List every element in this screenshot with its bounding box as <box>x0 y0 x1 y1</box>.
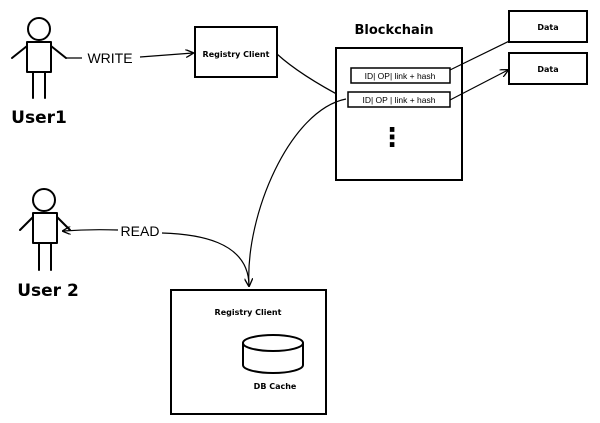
registry-client-bottom-box <box>170 289 327 415</box>
blockchain-entry-1-text: ID| OP| link + hash <box>365 71 436 81</box>
blockchain-entry-1 <box>350 67 451 84</box>
registry-client-top-label: Registry Client <box>203 50 270 59</box>
data-box-2 <box>508 52 588 85</box>
blockchain-title: Blockchain <box>354 23 433 38</box>
db-cache-icon <box>242 334 304 374</box>
user1-label: User1 <box>11 108 67 128</box>
db-cache-label: DB Cache <box>254 382 297 391</box>
registry-client-bottom-label: Registry Client <box>215 308 282 317</box>
write-label: WRITE <box>87 50 132 66</box>
write-arrow <box>66 53 193 58</box>
entry-to-registry-bottom-arrow <box>249 98 347 286</box>
user2-label: User 2 <box>17 281 79 301</box>
data-box-1 <box>508 10 588 43</box>
user1-figure <box>11 17 67 99</box>
user2-figure <box>19 188 71 271</box>
entry2-to-data2-arrow <box>449 70 508 101</box>
read-arrow <box>63 230 250 287</box>
data-box-2-label: Data <box>537 65 558 74</box>
data-box-1-label: Data <box>537 23 558 32</box>
blockchain-entry-2-text: ID| OP | link + hash <box>362 95 435 105</box>
blockchain-ellipsis: ⋮ <box>379 123 405 153</box>
read-label: READ <box>121 223 160 239</box>
registry-client-top-box <box>194 26 278 78</box>
